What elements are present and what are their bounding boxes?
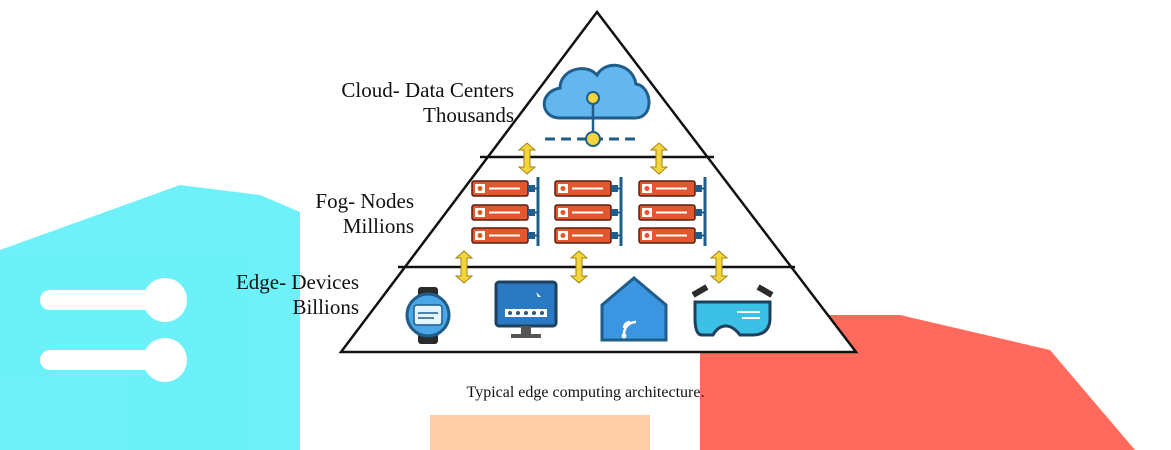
server-unit <box>638 227 705 244</box>
watermark-cyan-shape <box>0 185 300 450</box>
tier-fog-name: Fog- Nodes <box>315 189 414 213</box>
server-rack-group <box>471 177 707 246</box>
figure-caption: Typical edge computing architecture. <box>466 384 705 401</box>
tier-cloud-name: Cloud- Data Centers <box>341 78 514 102</box>
server-unit <box>471 227 538 244</box>
bidirectional-arrow-icon <box>709 250 729 284</box>
bidirectional-arrow-icon <box>649 142 669 175</box>
smart-home-icon <box>600 276 668 342</box>
tier-cloud-label: Cloud- Data Centers Thousands <box>341 78 514 128</box>
tier-edge-label: Edge- Devices Billions <box>236 270 359 320</box>
server-unit <box>471 204 538 221</box>
server-rack-icon <box>554 177 623 246</box>
tier-cloud-count: Thousands <box>423 103 514 127</box>
server-unit <box>638 180 705 197</box>
tier-fog-label: Fog- Nodes Millions <box>315 189 414 239</box>
link-arrows-group <box>454 142 729 284</box>
monitor-icon <box>494 280 558 338</box>
server-unit <box>554 180 621 197</box>
bidirectional-arrow-icon <box>517 142 537 175</box>
server-rack-icon <box>471 177 540 246</box>
server-unit <box>471 180 538 197</box>
bidirectional-arrow-icon <box>454 250 474 284</box>
smartwatch-icon <box>405 287 451 344</box>
tier-edge-count: Billions <box>292 295 359 319</box>
watermark-orange-shape <box>430 415 650 450</box>
server-unit <box>554 227 621 244</box>
cloud-network-icon <box>542 63 651 147</box>
background-watermark <box>0 185 1135 450</box>
edge-devices-group <box>405 276 774 344</box>
tier-edge-name: Edge- Devices <box>235 270 359 294</box>
bidirectional-arrow-icon <box>569 250 589 284</box>
tier-fog-count: Millions <box>342 214 414 238</box>
vr-glasses-icon <box>691 284 774 337</box>
server-unit <box>554 204 621 221</box>
server-rack-icon <box>638 177 707 246</box>
server-unit <box>638 204 705 221</box>
